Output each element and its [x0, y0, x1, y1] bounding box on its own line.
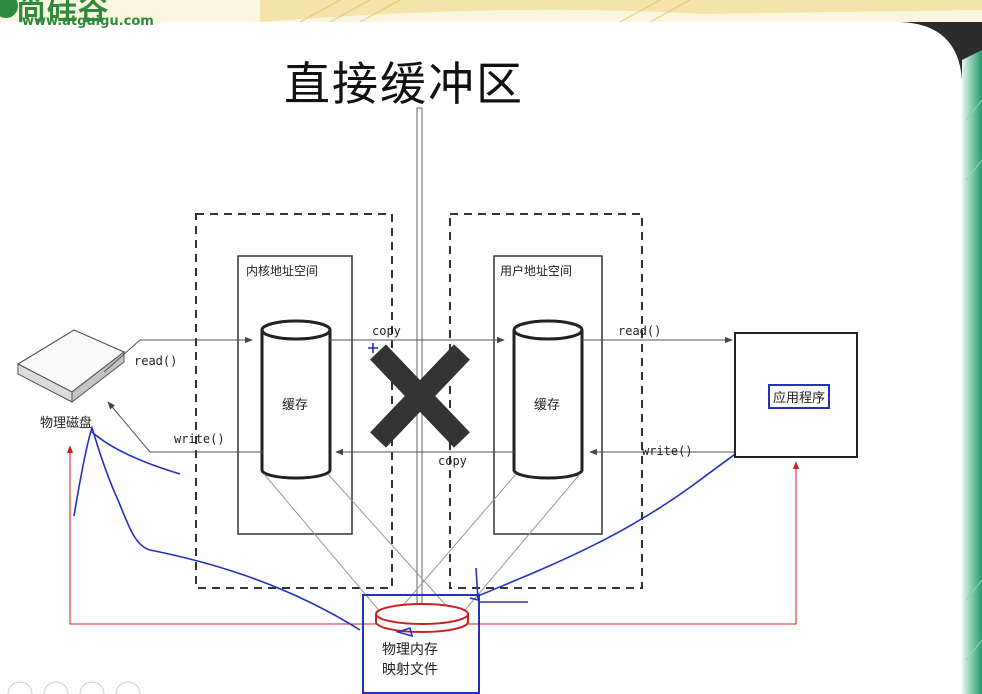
cross-x-icon — [370, 344, 470, 448]
read-left-label: read() — [134, 354, 178, 368]
write-right-label: write() — [642, 444, 693, 458]
application-label: 应用程序 — [768, 384, 831, 409]
memory-highlight-box — [362, 594, 480, 694]
memory-label-line1: 物理内存 — [382, 642, 438, 658]
user-space-label: 用户地址空间 — [500, 264, 573, 278]
kernel-cache-cylinder — [260, 319, 332, 480]
logo-url: www.atguigu.com — [22, 14, 154, 29]
memory-label-line2: 映射文件 — [382, 662, 438, 678]
arrow-kernel-to-disk — [107, 401, 262, 453]
right-accent-strip — [962, 50, 982, 694]
copy-top-label: copy — [372, 324, 401, 338]
user-space-box — [493, 255, 603, 535]
arrow-disk-to-kernel — [103, 336, 253, 373]
logo: 尚硅谷 — [16, 0, 109, 27]
nav-circle-icon[interactable] — [7, 681, 141, 694]
copy-bottom-label: copy — [438, 454, 467, 468]
user-region — [449, 213, 643, 589]
red-arrow-memory-to-disk — [66, 445, 378, 625]
header-swoosh — [260, 0, 982, 22]
memory-disc — [375, 603, 469, 633]
disk-drive-icon — [16, 329, 126, 404]
page-title: 直接缓冲区 — [284, 57, 524, 111]
kernel-space-box — [237, 255, 353, 535]
kernel-space-label: 内核地址空间 — [246, 264, 319, 278]
center-divider — [416, 107, 423, 629]
logo-mark — [0, 0, 18, 18]
red-arrow-memory-to-app — [466, 461, 800, 625]
read-right-label: read() — [618, 324, 662, 338]
kernel-region — [195, 213, 393, 589]
application-box — [734, 332, 858, 458]
slide-body — [0, 22, 962, 694]
user-cache-cylinder — [512, 319, 584, 480]
user-cache-label: 缓存 — [534, 398, 561, 413]
memory-label: 物理内存 映射文件 — [382, 640, 438, 680]
kernel-cache-label: 缓存 — [282, 398, 309, 413]
disk-label: 物理磁盘 — [40, 416, 93, 431]
memory-mapping-lines — [263, 473, 581, 617]
write-left-label: write() — [174, 432, 225, 446]
